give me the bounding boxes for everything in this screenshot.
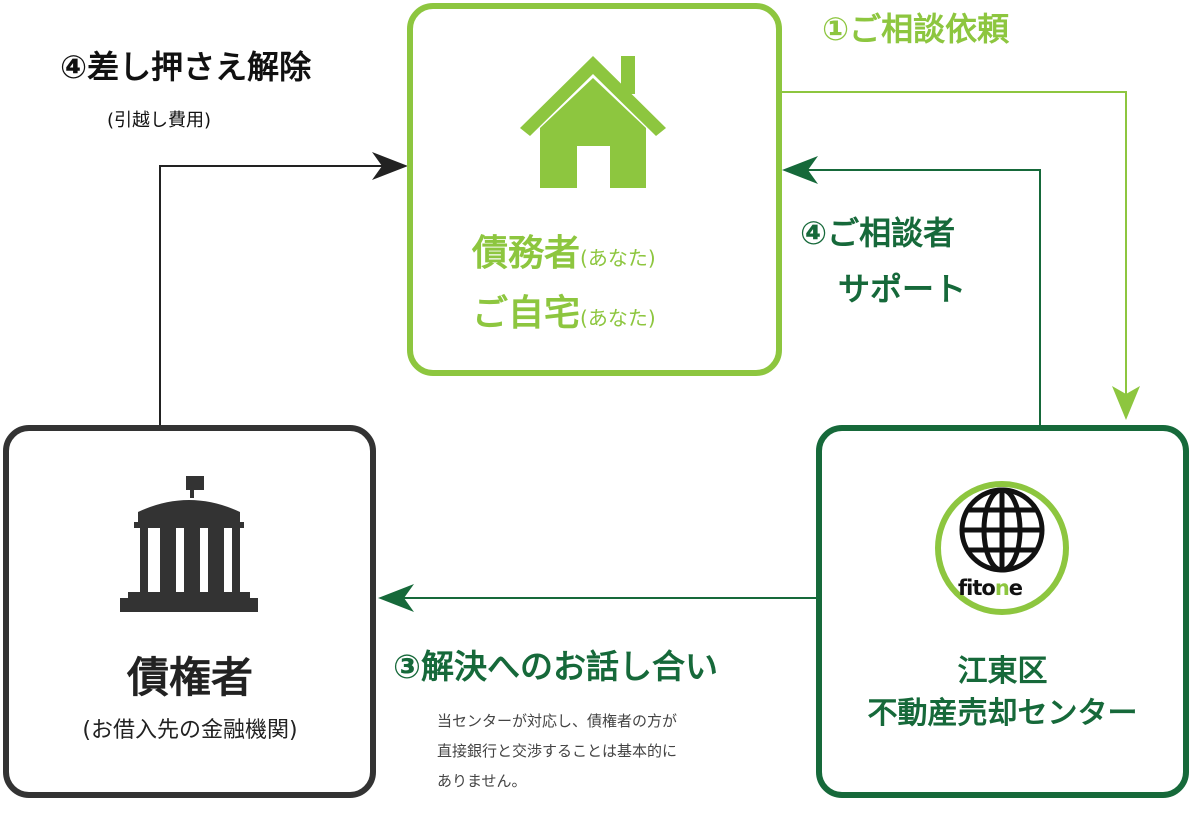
arrow-step1-head	[1112, 386, 1140, 420]
logo-wordmark: fitone	[958, 576, 1023, 600]
note-line: ありません。	[437, 772, 527, 790]
home-title: ご自宅(あなた)	[472, 293, 656, 334]
step3-label: ③解決へのお話し合い	[393, 647, 718, 686]
arrow-step4-release	[159, 165, 390, 425]
arrow-step4-release-head	[372, 152, 408, 180]
step4-release-label: ④差し押さえ解除	[60, 48, 312, 86]
step4-support-label-line2: サポート	[838, 270, 967, 308]
center-title-line1: 江東区	[957, 654, 1048, 689]
arrow-step1	[782, 91, 1127, 408]
arrow-step4-support-head	[782, 156, 818, 184]
center-title-line2: 不動産売却センター	[867, 696, 1138, 731]
step1-label: ①ご相談依頼	[822, 10, 1010, 48]
debtor-title: 債務者(あなた)	[472, 233, 656, 274]
step4-support-label-line1: ④ご相談者	[800, 214, 956, 252]
note-line: 当センターが対応し、債権者の方が	[437, 712, 678, 730]
arrow-step3-head	[378, 584, 414, 612]
step4-release-sublabel: (引越し費用)	[107, 110, 212, 131]
arrow-step4-support	[800, 169, 1041, 425]
step3-note: 当センターが対応し、債権者の方が 直接銀行と交渉することは基本的に ありません。	[437, 706, 797, 796]
creditor-title: 債権者	[126, 653, 253, 702]
creditor-subtitle: (お借入先の金融機関)	[82, 718, 298, 743]
note-line: 直接銀行と交渉することは基本的に	[437, 742, 678, 760]
